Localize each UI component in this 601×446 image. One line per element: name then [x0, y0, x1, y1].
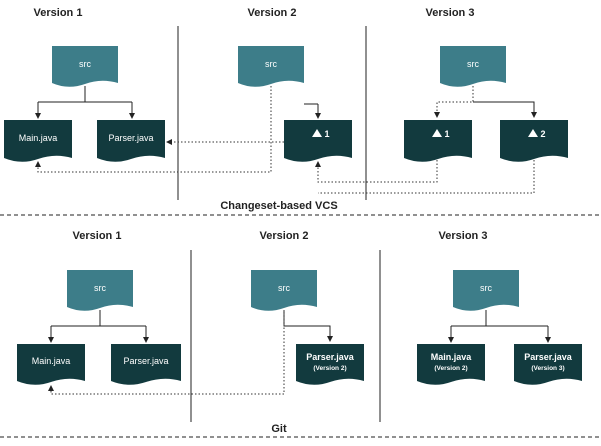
- cs-v2-src-node: src: [238, 46, 304, 87]
- cs-v2-src-label: src: [265, 59, 277, 69]
- cs-v1-main-node: Main.java: [4, 120, 72, 162]
- cs-v1-parser-label: Parser.java: [108, 133, 153, 143]
- git-v3-tree-lines: [450, 310, 549, 340]
- cs-section-label: Changeset-based VCS: [220, 200, 337, 212]
- cs-v3-ref-b: [318, 160, 535, 194]
- git-v1-parser-node: Parser.java: [111, 344, 181, 385]
- git-v1-tree-lines: [50, 310, 147, 340]
- git-v1-main-node: Main.java: [17, 344, 85, 385]
- git-v2-tree-line: [283, 310, 333, 342]
- git-version1-title: Version 1: [73, 230, 122, 242]
- git-v1-parser-label: Parser.java: [123, 356, 168, 366]
- delta-icon: [432, 129, 442, 137]
- cs-version2-title: Version 2: [248, 7, 297, 19]
- git-v3-main-sub: (Version 2): [434, 365, 467, 372]
- git-v2-src-label: src: [278, 283, 290, 293]
- cs-version3-title: Version 3: [426, 7, 475, 19]
- git-v3-src-label: src: [480, 283, 492, 293]
- cs-v3-delta-b-node: 2: [500, 120, 568, 162]
- cs-v1-tree-lines: [37, 86, 133, 117]
- git-v2-parser-label: Parser.java: [306, 352, 355, 362]
- cs-v3-tree-line: [473, 101, 537, 118]
- git-v3-main-node: Main.java (Version 2): [417, 344, 485, 385]
- git-v1-main-label: Main.java: [32, 356, 71, 366]
- git-v3-parser-label: Parser.java: [524, 352, 573, 362]
- git-v2-parser-sub: (Version 2): [313, 365, 346, 372]
- cs-v2-delta-label: 1: [324, 129, 329, 139]
- cs-v1-parser-node: Parser.java: [97, 120, 165, 162]
- git-v3-src-node: src: [453, 270, 519, 311]
- git-v2-ref-main: [48, 310, 285, 395]
- cs-v2-ref-main: [35, 86, 272, 173]
- cs-v3-src-node: src: [440, 46, 506, 87]
- cs-version1-title: Version 1: [34, 7, 83, 19]
- git-v1-src-node: src: [67, 270, 133, 311]
- cs-v1-src-node: src: [52, 46, 118, 87]
- delta-icon: [312, 129, 322, 137]
- cs-v2-delta-node: 1: [284, 120, 352, 162]
- cs-v1-main-label: Main.java: [19, 133, 58, 143]
- git-v2-parser-node: Parser.java (Version 2): [296, 344, 364, 385]
- git-v3-parser-sub: (Version 3): [531, 365, 564, 372]
- cs-v3-ref-a: [315, 160, 438, 183]
- delta-icon: [528, 129, 538, 137]
- git-version2-title: Version 2: [260, 230, 309, 242]
- git-v2-src-node: src: [251, 270, 317, 311]
- git-version3-title: Version 3: [439, 230, 488, 242]
- cs-v3-delta-a-node: 1: [404, 120, 472, 162]
- git-v3-parser-node: Parser.java (Version 3): [514, 344, 582, 385]
- git-section-label: Git: [271, 423, 287, 435]
- git-v1-src-label: src: [94, 283, 106, 293]
- git-v3-main-label: Main.java: [431, 352, 473, 362]
- cs-v3-src-label: src: [467, 59, 479, 69]
- cs-v1-src-label: src: [79, 59, 91, 69]
- cs-v3-delta-a-label: 1: [444, 129, 449, 139]
- cs-v3-delta-b-label: 2: [540, 129, 545, 139]
- cs-v3-dotted-link: [434, 86, 474, 118]
